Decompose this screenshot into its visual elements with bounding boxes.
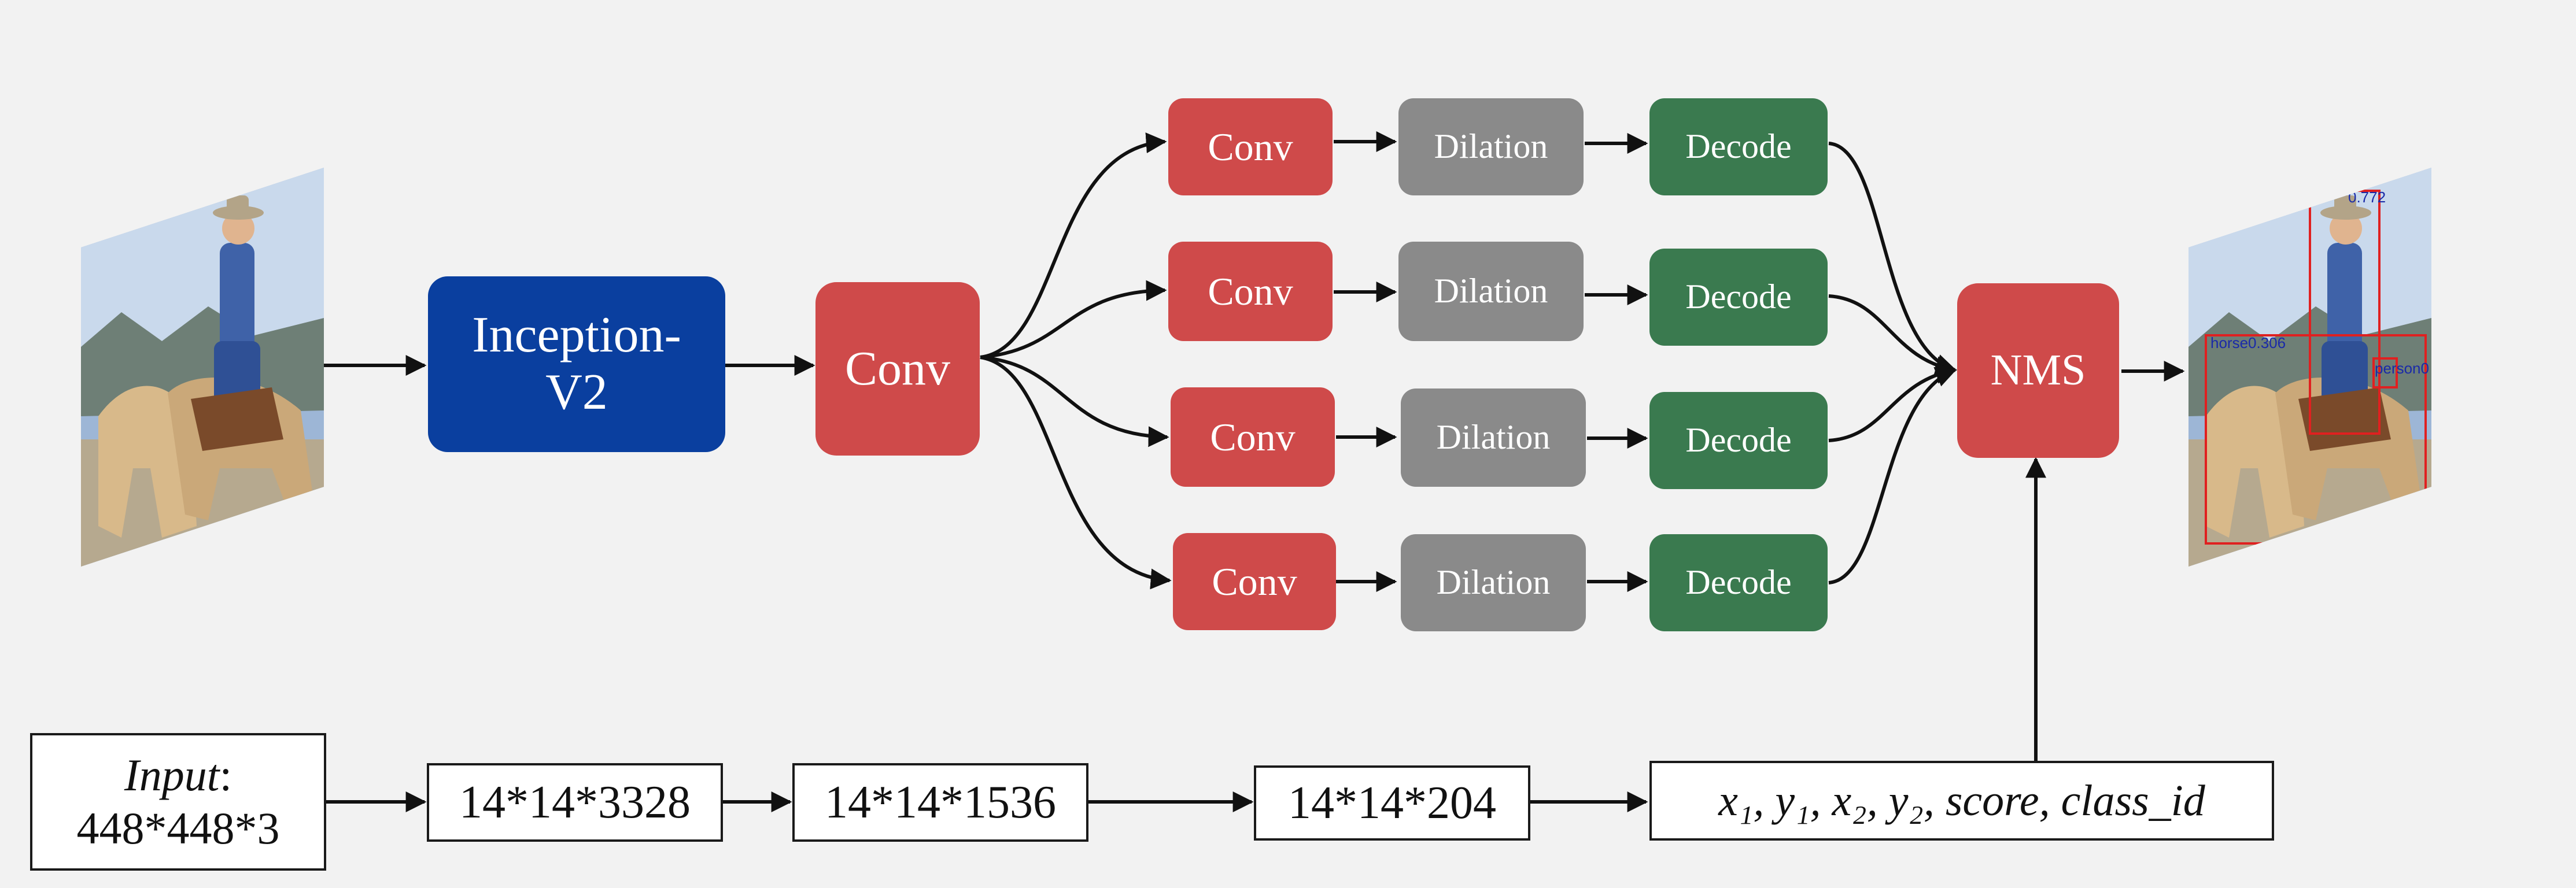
cowboy-horse-photo — [81, 168, 324, 567]
feature-shape-2: 14*14*1536 — [792, 763, 1088, 842]
branch-3-conv-label: Conv — [1210, 415, 1296, 459]
branch-1-decode: Decode — [1649, 98, 1828, 195]
backbone-label-line1: Inception- — [472, 307, 681, 364]
detection-label-person: person0 — [2375, 360, 2429, 377]
output-format-label: x₁, y₁, x₂, y₂, score, class_id — [1718, 776, 2205, 825]
inception-v2-block: Inception- V2 — [428, 276, 725, 452]
branch-4-decode-label: Decode — [1685, 563, 1792, 602]
input-image — [81, 168, 324, 567]
branch-4-dilation: Dilation — [1401, 534, 1586, 631]
nms-label: NMS — [1990, 346, 2086, 395]
branch-4-dilation-label: Dilation — [1436, 563, 1551, 602]
branch-2-decode: Decode — [1649, 249, 1828, 346]
conv-main-block: Conv — [815, 282, 980, 456]
feature-shape-1-label: 14*14*3328 — [459, 776, 691, 828]
branch-4-conv-label: Conv — [1212, 559, 1297, 604]
arrow-conv-to-branch-3 — [980, 356, 1169, 447]
branch-2-conv-label: Conv — [1208, 269, 1293, 313]
feature-shape-3-label: 14*14*204 — [1288, 777, 1496, 828]
branch-2-dilation-label: Dilation — [1434, 272, 1548, 310]
input-label: Input — [124, 749, 220, 800]
branch-4-conv: Conv — [1173, 533, 1336, 630]
branch-2-decode-label: Decode — [1685, 278, 1792, 316]
arrow-decode4-to-nms — [1828, 367, 1957, 584]
input-colon: : — [219, 749, 232, 800]
conv-main-label: Conv — [844, 341, 951, 395]
arrow-decode2-to-nms — [1828, 294, 1957, 377]
branch-3-decode: Decode — [1649, 392, 1828, 489]
branch-1-dilation: Dilation — [1398, 98, 1584, 195]
branch-1-conv-label: Conv — [1208, 124, 1293, 169]
arrow-conv-to-branch-1 — [980, 132, 1167, 359]
arrow-decode1-to-nms — [1828, 142, 1957, 375]
branch-2-dilation: Dilation — [1398, 242, 1584, 341]
branch-3-dilation: Dilation — [1401, 388, 1586, 487]
detection-label-horse: horse0.306 — [2210, 334, 2286, 352]
output-format-box: x₁, y₁, x₂, y₂, score, class_id — [1649, 761, 2274, 841]
input-size: 448*448*3 — [76, 803, 280, 853]
arrow-conv-to-branch-2 — [980, 280, 1167, 359]
branch-1-decode-label: Decode — [1685, 127, 1792, 166]
output-image: horse0.306 person0 0.772 — [2189, 168, 2431, 567]
branch-2-conv: Conv — [1168, 242, 1333, 341]
branch-1-conv: Conv — [1168, 98, 1333, 195]
arrow-conv-to-branch-4 — [980, 356, 1172, 590]
feature-shape-2-label: 14*14*1536 — [825, 776, 1056, 828]
branch-3-decode-label: Decode — [1685, 421, 1792, 460]
branch-4-decode: Decode — [1649, 534, 1828, 631]
input-shape-box: Input: 448*448*3 — [30, 733, 326, 871]
branch-3-conv: Conv — [1171, 387, 1335, 487]
nms-block: NMS — [1957, 283, 2119, 458]
feature-shape-3: 14*14*204 — [1254, 765, 1530, 841]
detection-box-small — [2372, 357, 2398, 388]
backbone-label-line2: V2 — [545, 364, 608, 420]
branch-1-dilation-label: Dilation — [1434, 127, 1548, 166]
detection-result-photo: horse0.306 person0 0.772 — [2189, 168, 2431, 567]
arrow-decode3-to-nms — [1828, 363, 1957, 442]
feature-shape-1: 14*14*3328 — [427, 763, 723, 842]
branch-3-dilation-label: Dilation — [1436, 418, 1551, 457]
